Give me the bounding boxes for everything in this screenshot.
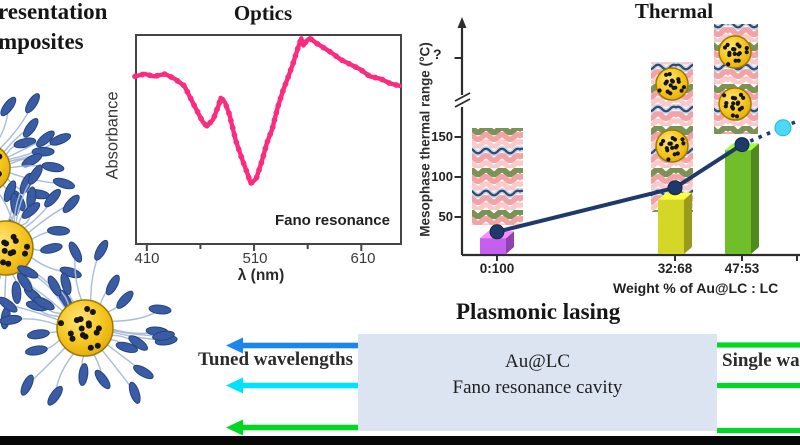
cavity-label-line1: Au@LC xyxy=(505,351,570,372)
tuned-green-arrow xyxy=(242,424,358,431)
fano-cavity-box: Au@LC Fano resonance cavity xyxy=(358,334,717,431)
thermal-y-tick-100: 100 xyxy=(431,169,453,184)
left-caption: resentation mposites xyxy=(0,0,107,57)
thermal-y-tick-150: 150 xyxy=(431,129,453,144)
thermal-trend-line xyxy=(489,118,800,240)
fano-resonance-annotation: Fano resonance xyxy=(274,212,390,229)
thermal-x-tick-47-53: 47:53 xyxy=(724,261,760,276)
thermal-y-tick-question: ? xyxy=(433,46,442,62)
thermal-axes xyxy=(454,17,800,261)
lasing-arrows xyxy=(226,337,800,436)
single-green-line-1 xyxy=(717,342,800,348)
optics-section-title: Optics xyxy=(233,1,293,25)
bottom-border-bar xyxy=(0,436,800,445)
optics-axis-ticks xyxy=(145,245,363,251)
optics-y-axis-label: Absorbance xyxy=(103,91,122,180)
thermal-section-title: Thermal xyxy=(634,0,714,23)
optics-x-tick-610: 610 xyxy=(350,250,376,267)
optics-curve xyxy=(132,29,403,189)
lc-structure-insets xyxy=(472,24,758,225)
plasmonic-lasing-heading: Plasmonic lasing xyxy=(456,299,621,324)
optics-plot-frame xyxy=(135,34,402,245)
cavity-label-line2: Fano resonance cavity xyxy=(452,377,623,398)
optics-x-axis-label: λ (nm) xyxy=(237,267,285,284)
optics-x-tick-410: 410 xyxy=(134,250,160,267)
left-caption-line1: resentation xyxy=(0,0,108,24)
thermal-x-tick-32-68: 32:68 xyxy=(657,261,693,276)
single-green-line-2 xyxy=(717,382,800,389)
thermal-bars xyxy=(480,143,759,254)
tuned-wavelengths-label: Tuned wavelengths xyxy=(197,349,353,370)
single-wavelength-label: Single wa xyxy=(722,350,800,371)
thermal-x-tick-0-100: 0:100 xyxy=(479,261,515,276)
au-lc-micelles-illustration xyxy=(0,93,178,406)
thermal-x-axis-label: Weight % of Au@LC : LC xyxy=(613,280,779,296)
single-green-line-3 xyxy=(717,427,800,434)
left-caption-line2: mposites xyxy=(0,29,84,54)
tuned-blue-arrow xyxy=(242,342,358,349)
optics-x-tick-510: 510 xyxy=(242,250,268,267)
tuned-cyan-arrow xyxy=(242,382,358,389)
thermal-y-tick-50: 50 xyxy=(438,209,453,224)
